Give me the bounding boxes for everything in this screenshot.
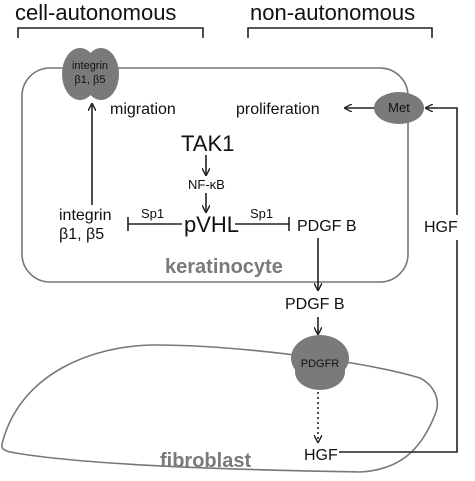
sp1-right-label: Sp1 — [250, 206, 273, 221]
migration-label: migration — [110, 101, 176, 118]
sp1-left-label: Sp1 — [141, 206, 164, 221]
pdgfr-receptor: PDGFR — [291, 335, 349, 390]
pdgfr-receptor-label: PDGFR — [301, 358, 340, 370]
header-non-autonomous: non-autonomous — [250, 0, 415, 25]
integrin-label-2: β1, β5 — [59, 226, 104, 243]
proliferation-label: proliferation — [236, 101, 320, 118]
integrin-receptor: integrin β1, β5 — [62, 48, 119, 100]
bracket-cell-autonomous — [17, 27, 204, 38]
pvhl-label: pVHL — [184, 212, 239, 237]
met-receptor: Met — [374, 92, 424, 124]
nfkb-label: NF-κB — [188, 177, 225, 192]
integrin-receptor-label-1: integrin — [72, 60, 108, 72]
integrin-receptor-label-2: β1, β5 — [74, 74, 105, 86]
keratinocyte-label: keratinocyte — [165, 256, 283, 278]
hgf-right-label: HGF — [424, 219, 458, 236]
integrin-label-1: integrin — [59, 207, 111, 224]
header-cell-autonomous: cell-autonomous — [15, 0, 176, 25]
hgf-loop-upper — [426, 108, 458, 215]
keratinocyte-cell — [21, 67, 409, 283]
met-receptor-label: Met — [388, 100, 410, 115]
hgf-loop-lower — [339, 240, 458, 453]
hgf-bottom-label: HGF — [304, 447, 338, 464]
fibroblast-cell — [0, 344, 439, 473]
bracket-non-autonomous — [247, 27, 433, 38]
tak1-label: TAK1 — [181, 131, 234, 156]
fibroblast-label: fibroblast — [160, 450, 251, 472]
pdgfb-inside-label: PDGF B — [297, 218, 357, 235]
pdgfb-outside-label: PDGF B — [285, 296, 345, 313]
